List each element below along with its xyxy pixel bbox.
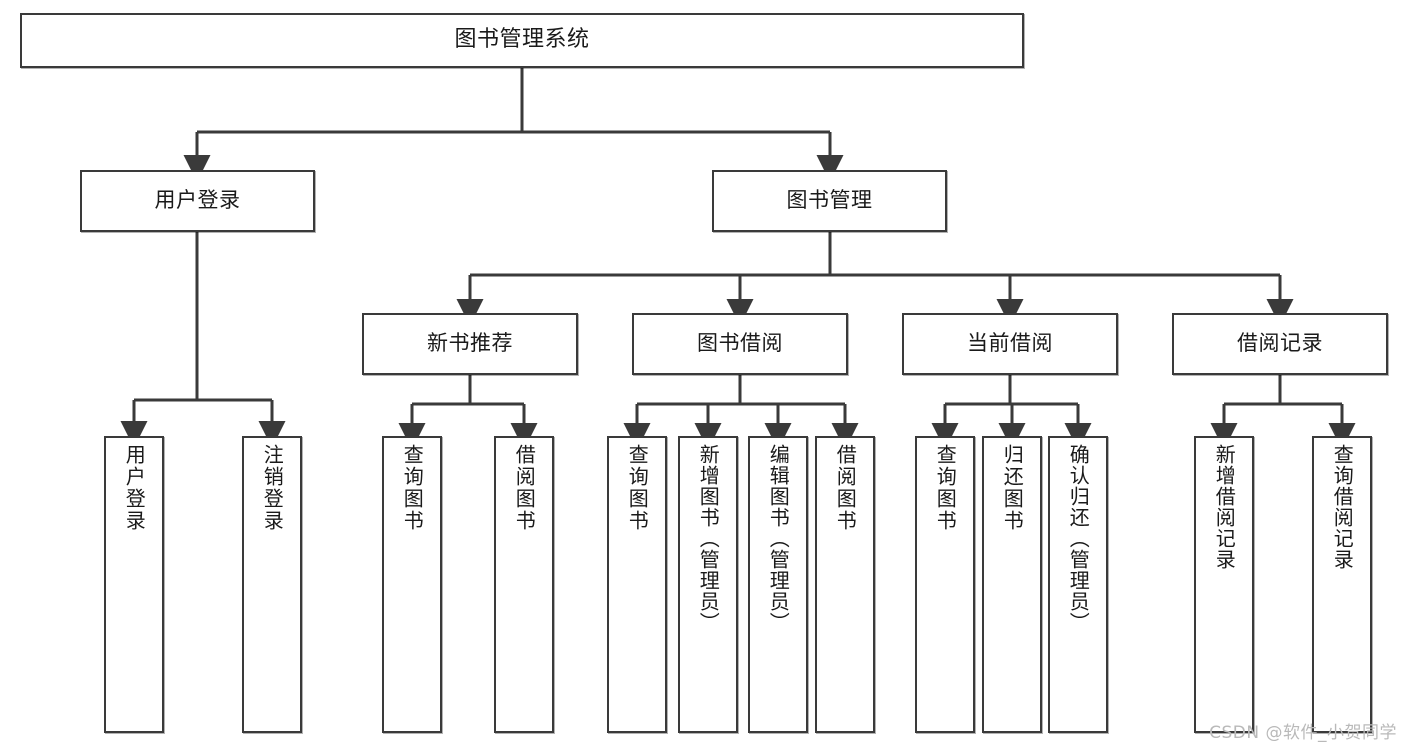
node-label: 查询图书 bbox=[933, 444, 958, 532]
node-label: 确认归还（管理员） bbox=[1066, 444, 1091, 633]
node-label: 图书管理 bbox=[786, 188, 873, 213]
node-book-borrow[interactable]: 图书借阅 bbox=[632, 313, 848, 375]
node-borrow-record[interactable]: 借阅记录 bbox=[1172, 313, 1388, 375]
node-book-management[interactable]: 图书管理 bbox=[712, 170, 947, 232]
leaf-book-borrow-query-book[interactable]: 查询图书 bbox=[607, 436, 667, 733]
leaf-book-borrow-add-book-admin[interactable]: 新增图书（管理员） bbox=[678, 436, 738, 733]
node-root-book-management-system[interactable]: 图书管理系统 bbox=[20, 13, 1024, 68]
node-current-borrow[interactable]: 当前借阅 bbox=[902, 313, 1118, 375]
leaf-user-login-login[interactable]: 用户登录 bbox=[104, 436, 164, 733]
node-label: 编辑图书（管理员） bbox=[766, 444, 791, 633]
node-label: 查询借阅记录 bbox=[1330, 444, 1355, 570]
node-label: 归还图书 bbox=[1000, 444, 1025, 532]
node-new-book-recommend[interactable]: 新书推荐 bbox=[362, 313, 578, 375]
leaf-new-book-query-book[interactable]: 查询图书 bbox=[382, 436, 442, 733]
node-label: 新增图书（管理员） bbox=[696, 444, 721, 633]
leaf-current-borrow-confirm-return-admin[interactable]: 确认归还（管理员） bbox=[1048, 436, 1108, 733]
node-label: 用户登录 bbox=[122, 444, 147, 532]
node-label: 借阅图书 bbox=[512, 444, 537, 532]
node-label: 图书管理系统 bbox=[454, 27, 590, 53]
node-label: 用户登录 bbox=[154, 188, 241, 213]
csdn-watermark: CSDN @软件_小贺同学 bbox=[1209, 723, 1397, 743]
leaf-borrow-record-query-record[interactable]: 查询借阅记录 bbox=[1312, 436, 1372, 733]
node-label: 新增借阅记录 bbox=[1212, 444, 1237, 570]
node-user-login[interactable]: 用户登录 bbox=[80, 170, 315, 232]
node-label: 注销登录 bbox=[260, 444, 285, 532]
node-label: 新书推荐 bbox=[427, 331, 513, 356]
leaf-current-borrow-return-book[interactable]: 归还图书 bbox=[982, 436, 1042, 733]
leaf-current-borrow-query-book[interactable]: 查询图书 bbox=[915, 436, 975, 733]
leaf-user-login-logout[interactable]: 注销登录 bbox=[242, 436, 302, 733]
node-label: 查询图书 bbox=[400, 444, 425, 532]
leaf-book-borrow-borrow-book[interactable]: 借阅图书 bbox=[815, 436, 875, 733]
leaf-borrow-record-add-record[interactable]: 新增借阅记录 bbox=[1194, 436, 1254, 733]
node-label: 当前借阅 bbox=[967, 331, 1053, 356]
node-label: 查询图书 bbox=[625, 444, 650, 532]
node-label: 借阅记录 bbox=[1237, 331, 1323, 356]
leaf-new-book-borrow-book[interactable]: 借阅图书 bbox=[494, 436, 554, 733]
node-label: 借阅图书 bbox=[833, 444, 858, 532]
leaf-book-borrow-edit-book-admin[interactable]: 编辑图书（管理员） bbox=[748, 436, 808, 733]
node-label: 图书借阅 bbox=[697, 331, 783, 356]
